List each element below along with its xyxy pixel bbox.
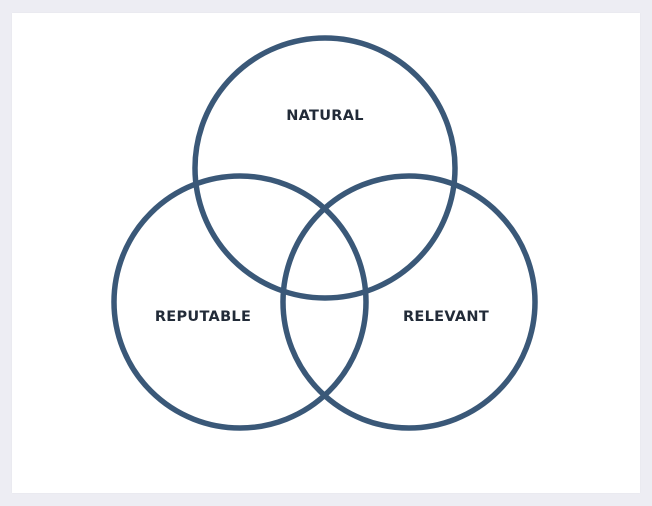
label-natural: NATURAL bbox=[286, 108, 364, 124]
label-reputable: REPUTABLE bbox=[155, 309, 251, 325]
circle-reputable bbox=[111, 173, 369, 431]
diagram-card bbox=[12, 13, 640, 493]
circle-relevant bbox=[280, 173, 538, 431]
label-relevant: RELEVANT bbox=[403, 309, 489, 325]
circle-natural bbox=[192, 35, 458, 301]
